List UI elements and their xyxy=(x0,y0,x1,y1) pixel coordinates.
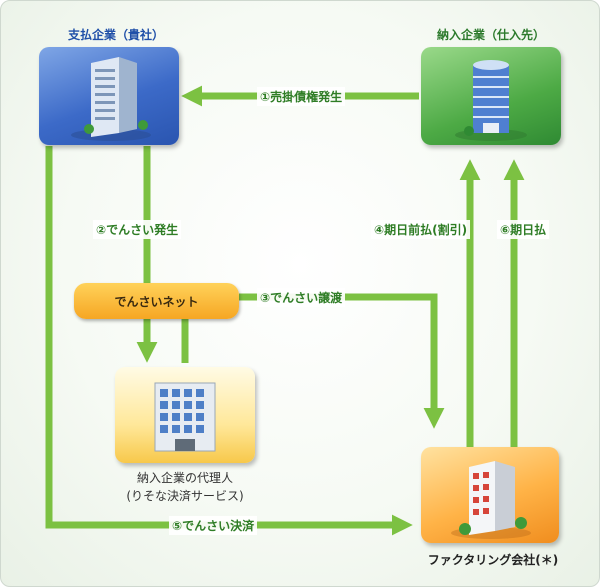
office-building-icon xyxy=(154,382,216,452)
step1-label: ①売掛債権発生 xyxy=(257,87,346,106)
agent-label-line2: (りそな決済サービス) xyxy=(126,489,244,503)
factoring-company-label: ファクタリング会社(＊) xyxy=(427,553,559,567)
office-building-icon xyxy=(451,461,531,539)
payer-company-tile xyxy=(39,47,179,145)
step3-label: ③でんさい譲渡 xyxy=(257,288,346,307)
arrow-step5 xyxy=(45,146,413,536)
payer-company-label: 支払企業（貴社） xyxy=(67,28,164,42)
supplier-company-tile xyxy=(421,47,561,145)
densai-net-box: でんさいネット xyxy=(74,283,239,319)
agent-label: 納入企業の代理人 (りそな決済サービス) xyxy=(105,469,265,505)
cylinder-building-icon xyxy=(455,60,527,141)
agent-label-line1: 納入企業の代理人 xyxy=(136,471,233,485)
step5-label: ⑤でんさい決済 xyxy=(169,516,258,535)
supplier-company-label: 納入企業（仕入先） xyxy=(436,28,545,42)
arrow-step3 xyxy=(239,293,445,429)
step4-label: ④期日前払(割引) xyxy=(371,220,471,239)
factoring-company-tile xyxy=(421,447,559,543)
step6-label: ⑥期日払 xyxy=(497,220,550,239)
agent-tile xyxy=(115,367,255,463)
step2-label: ②でんさい発生 xyxy=(93,220,182,239)
office-building-icon xyxy=(71,57,151,141)
